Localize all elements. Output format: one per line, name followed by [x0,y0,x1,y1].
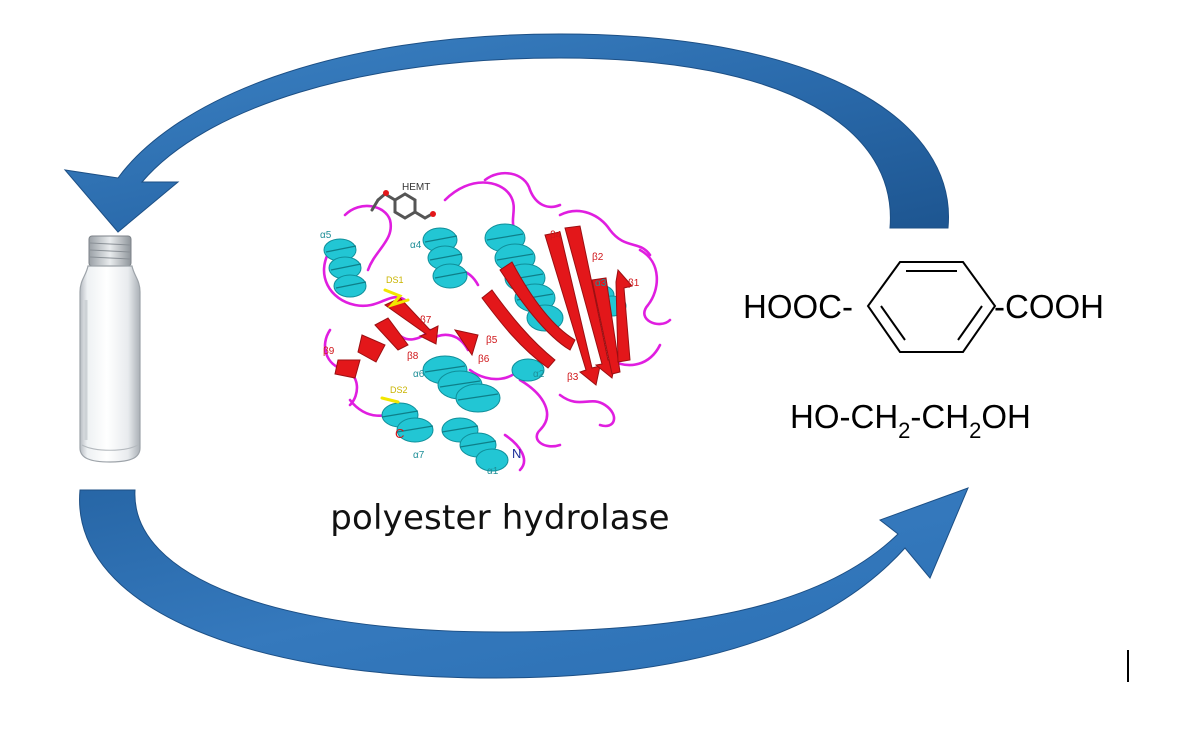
text-cursor-mark [1127,650,1129,682]
strand-label-b8: β8 [407,351,419,362]
terminus-n-label: N [512,446,521,461]
strand-label-b9: β9 [323,346,335,357]
ligand-label: HEMT [402,182,430,193]
benzene-ring-icon [866,261,997,353]
cycle-arrow-bottom-icon [79,487,969,679]
strand-label-b3: β3 [567,372,579,383]
helix-label-a2: α2 [533,369,545,380]
helix-label-a6: α6 [413,369,425,380]
strand-label-b6: β6 [478,354,490,365]
helix-label-a3: α3 [595,278,607,289]
strand-label-b7: β7 [420,315,432,326]
strand-label-b1: β1 [628,278,640,289]
terephthalic-acid-structure: HOOC- -COOH [743,261,1104,353]
helix-label-a7: α7 [413,450,425,461]
disulfide-label-ds2: DS2 [390,385,408,395]
hooc-group-label: HOOC- [743,288,853,325]
strand-label-b4: β4 [550,230,562,241]
disulfide-label-ds1: DS1 [386,275,404,285]
cycle-arrow-top-icon [63,33,949,233]
enzyme-caption: polyester hydrolase [330,498,670,538]
helix-label-a1: α1 [487,466,499,477]
ethylene-glycol-formula: HO-CH2-CH2OH [790,398,1031,443]
cooh-group-label: -COOH [994,288,1104,325]
helix-label-a5: α5 [320,230,332,241]
strand-label-b5: β5 [486,335,498,346]
protein-structure-icon: HEMT α1 α2 α3 α4 α5 α6 α7 β1 β2 β3 β4 β5… [320,171,672,477]
strand-label-b2: β2 [592,252,604,263]
terminus-c-label: C [395,426,404,441]
helix-label-a4: α4 [410,240,422,251]
pet-bottle-icon [79,235,141,463]
